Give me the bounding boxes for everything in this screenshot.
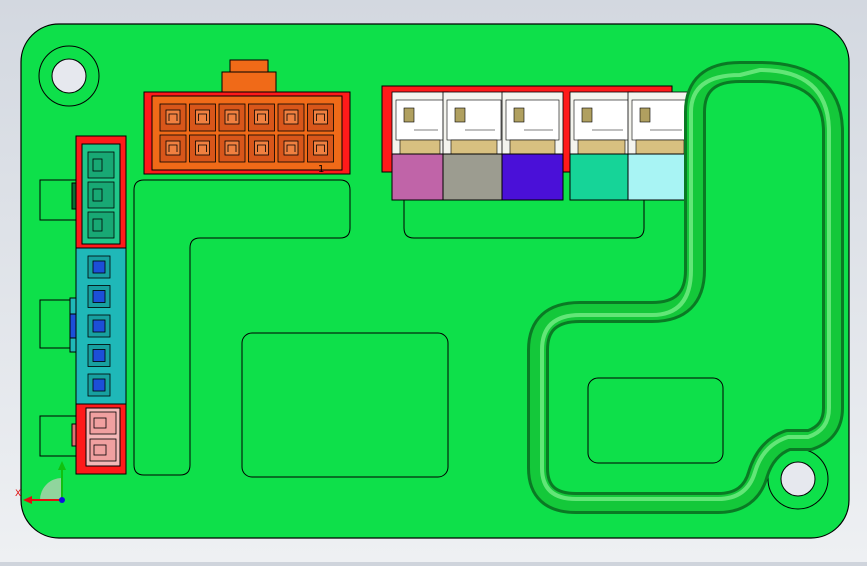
x-axis-arrowhead (23, 496, 32, 504)
connector-pin-cell (159, 134, 187, 163)
connector-contact (87, 211, 115, 239)
connector-3-pin-contacts (87, 151, 115, 239)
connector-12-pin[interactable]: 1 (143, 59, 351, 175)
connector-pin-cell (307, 103, 334, 132)
connector-pin-cell (159, 103, 187, 132)
pipe-highlight (540, 68, 831, 501)
connector-contact (89, 438, 117, 462)
connector-contact (87, 314, 111, 338)
connector-contact (87, 373, 111, 397)
terminal-module-cyan[interactable] (627, 91, 693, 201)
connector-contact (87, 255, 111, 279)
connector-pin-cell (189, 134, 216, 163)
connector-contact (89, 411, 117, 435)
terminal-module-pink[interactable] (391, 91, 449, 201)
connector-pin-cell (189, 103, 216, 132)
connector-contact (87, 181, 115, 209)
connector-5-pin-contacts (87, 255, 111, 397)
connector-pin-cell (248, 134, 275, 163)
pin-one-label: 1 (318, 164, 324, 175)
connector-pin-cell (218, 103, 246, 132)
pipe-body (530, 64, 841, 511)
mounting-hole-top-left[interactable] (38, 45, 100, 107)
connector-pin-cell (277, 103, 305, 132)
connector-left-5-pin[interactable] (39, 247, 127, 405)
terminal-module-purple[interactable] (501, 91, 564, 201)
board-pad-outline-left (133, 179, 351, 476)
connector-pin-cell (307, 134, 334, 163)
connector-pin-cell (218, 134, 246, 163)
board-pad-outline-center (241, 332, 449, 478)
y-axis-arrowhead (58, 461, 66, 470)
connector-pin-cell (277, 134, 305, 163)
connector-contact (87, 285, 111, 308)
connector-2-pin-contacts (89, 411, 117, 462)
board-pad-outline-right (587, 377, 724, 464)
axis-triad: X (15, 461, 66, 504)
terminal-module-gray[interactable] (442, 91, 506, 201)
connector-latch-base (221, 71, 277, 95)
connector-pin-grid (159, 103, 334, 163)
x-axis-label: X (15, 489, 21, 499)
connector-contact (87, 344, 111, 367)
connector-pin-cell (248, 103, 275, 132)
connector-left-3-pin[interactable] (39, 135, 127, 249)
pipe-loop[interactable] (527, 61, 844, 514)
z-axis-indicator (59, 497, 65, 503)
axis-plane-indicator (40, 478, 62, 500)
terminal-block-modules (391, 91, 693, 201)
terminal-module-teal[interactable] (569, 91, 634, 201)
connector-contact (87, 151, 115, 179)
connector-left-2-pin[interactable] (39, 403, 127, 475)
board-pad-outline-terminal (403, 200, 645, 239)
terminal-block[interactable] (381, 85, 693, 201)
